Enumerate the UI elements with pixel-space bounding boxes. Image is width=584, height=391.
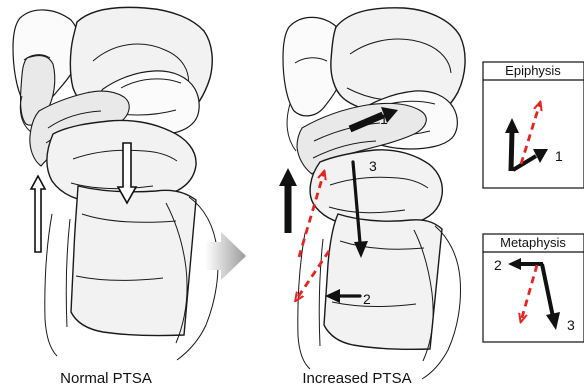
increased-label-2: 2 (363, 291, 371, 307)
increased-ptsa-caption: Increased PTSA (302, 370, 411, 387)
increased-label-1: 1 (380, 111, 388, 127)
increased-ptsa-panel: 1 3 2 Increased PTSA (279, 8, 465, 387)
hollow-up-arrow (31, 176, 45, 252)
metaphysis-title: Metaphysis (500, 235, 566, 250)
metaphysis-box: Metaphysis 2 3 (483, 234, 584, 342)
metaphysis-label-3: 3 (567, 317, 575, 333)
epiphysis-box: Epiphysis 1 (483, 62, 584, 188)
normal-ptsa-caption: Normal PTSA (60, 370, 152, 387)
increased-label-3: 3 (369, 158, 377, 174)
metaphysis-label-2: 2 (494, 257, 502, 273)
epiphysis-title: Epiphysis (505, 63, 561, 78)
transition-arrow (205, 232, 246, 280)
normal-ptsa-panel: Normal PTSA (13, 7, 218, 387)
epiphysis-label-1: 1 (555, 148, 563, 164)
